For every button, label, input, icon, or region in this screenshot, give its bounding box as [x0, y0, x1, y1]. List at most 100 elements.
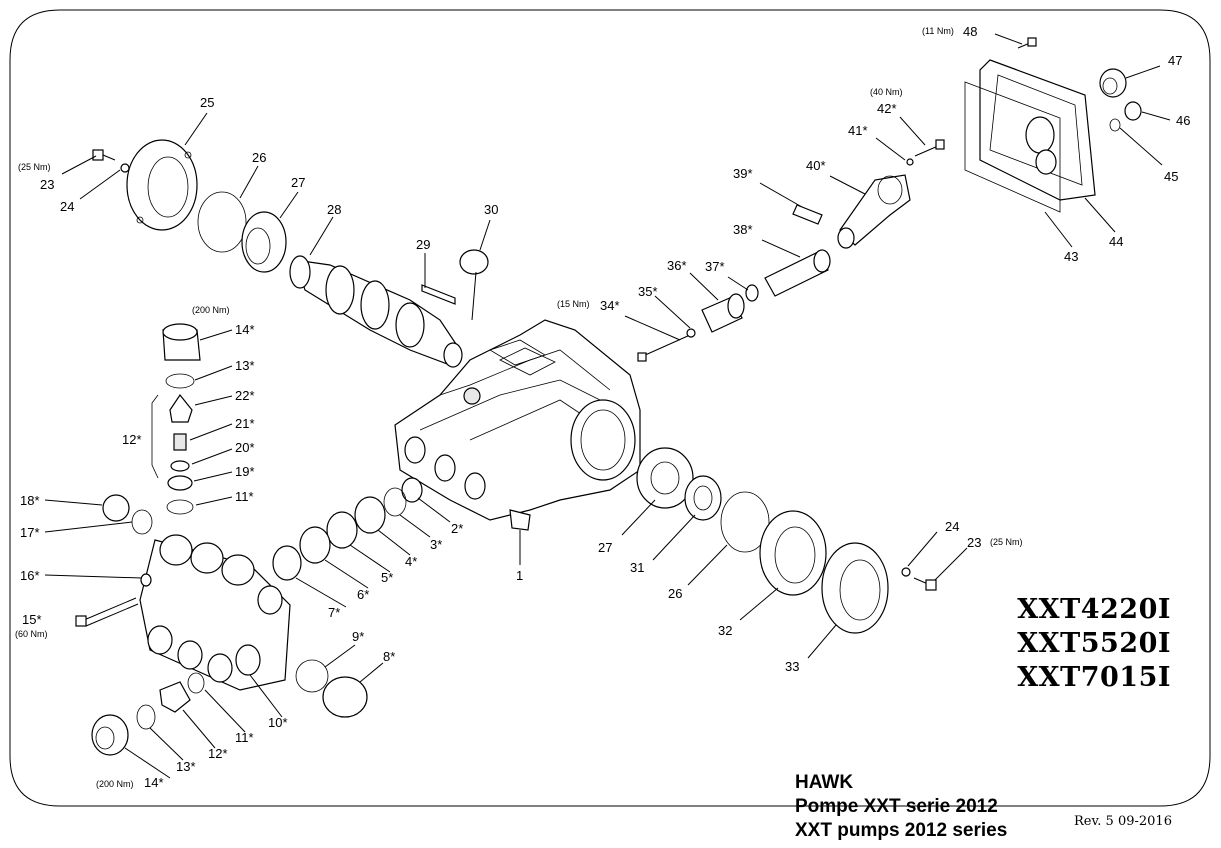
callout-16: 16*: [20, 568, 40, 583]
callout-34: 34*: [600, 298, 620, 313]
callout-17: 17*: [20, 525, 40, 540]
callout-23-right: 23: [967, 535, 981, 550]
crankshaft: [289, 255, 463, 368]
torque-34: (15 Nm): [557, 299, 590, 309]
callout-12-top: 12*: [122, 432, 142, 447]
model-name-1: XXT4220I: [1017, 594, 1171, 625]
callout-42: 42*: [877, 101, 897, 116]
callout-30: 30: [484, 202, 498, 217]
rod-bolt-42: [914, 139, 945, 157]
callout-6: 6*: [357, 587, 369, 602]
callout-33: 33: [785, 659, 799, 674]
washer-24-right: [901, 567, 911, 577]
callout-32: 32: [718, 623, 732, 638]
callout-24-left: 24: [60, 199, 74, 214]
manifold-head-10: [139, 534, 291, 691]
screw-15: [75, 597, 139, 627]
oring-11-top: [166, 499, 194, 515]
drawing-frame: [9, 9, 1211, 807]
connecting-rod-40: [837, 174, 911, 249]
valve-20: [170, 460, 190, 472]
seat-19: [167, 475, 193, 491]
seal-6: [299, 526, 331, 564]
callout-48: 48: [963, 24, 977, 39]
callout-24-right: 24: [945, 519, 959, 534]
callout-4: 4*: [405, 554, 417, 569]
callout-25: 25: [200, 95, 214, 110]
callout-37: 37*: [705, 259, 725, 274]
callout-14-bottom: 14*: [144, 775, 164, 790]
washer-16: [140, 573, 152, 587]
callout-5: 5*: [381, 570, 393, 585]
torque-14-bottom: (200 Nm): [96, 779, 134, 789]
callout-18: 18*: [20, 493, 40, 508]
valve-plug-14-top: [162, 323, 201, 361]
callout-9: 9*: [352, 629, 364, 644]
washer-41: [906, 158, 914, 166]
oring-11-bottom: [187, 672, 205, 694]
spring-21: [173, 433, 187, 451]
torque-42: (40 Nm): [870, 87, 903, 97]
callout-39: 39*: [733, 166, 753, 181]
seal-2: [401, 477, 423, 503]
oring-13-top: [165, 373, 195, 389]
piston-pin-39: [792, 204, 823, 225]
bearing-flange-33: [821, 542, 889, 634]
oring-45: [1109, 118, 1121, 132]
torque-15: (60 Nm): [15, 629, 48, 639]
callout-11-top: 11*: [235, 489, 254, 504]
callout-7: 7*: [328, 605, 340, 620]
callout-44: 44: [1109, 234, 1123, 249]
washer-24-left: [120, 163, 130, 173]
callout-35: 35*: [638, 284, 658, 299]
model-name-3: XXT7015I: [1017, 662, 1171, 693]
plug-46: [1124, 101, 1142, 121]
callout-29: 29: [416, 237, 430, 252]
callout-15: 15*: [22, 612, 42, 627]
bearing-flange-left: [126, 139, 198, 231]
callout-13-bottom: 13*: [176, 759, 196, 774]
callout-36: 36*: [667, 258, 687, 273]
callout-19: 19*: [235, 464, 255, 479]
callout-labels: 1 2* 3* 4* 5* 6* 7* 8* 9* 10* 11* 12* 13…: [15, 24, 1190, 790]
leader-lines: [44, 33, 1171, 779]
callout-13-top: 13*: [235, 358, 255, 373]
key-29: [421, 284, 456, 305]
callout-14-top: 14*: [235, 322, 255, 337]
plunger-36: [701, 293, 745, 333]
callout-38: 38*: [733, 222, 753, 237]
callout-26-left: 26: [252, 150, 266, 165]
revision-label: Rev. 5 09-2016: [1074, 814, 1172, 829]
callout-27-right: 27: [598, 540, 612, 555]
callout-8: 8*: [383, 649, 395, 664]
callout-40: 40*: [806, 158, 826, 173]
torque-14-top: (200 Nm): [192, 305, 230, 315]
callout-10: 10*: [268, 715, 288, 730]
seal-4: [354, 496, 386, 534]
callout-12-bottom: 12*: [208, 746, 228, 761]
seal-7: [272, 545, 302, 581]
title-english: XXT pumps 2012 series: [795, 820, 1008, 841]
callout-27-left: 27: [291, 175, 305, 190]
screw-23-left: [92, 149, 116, 161]
rear-cover-44: [979, 59, 1096, 201]
gasket-32: [759, 510, 827, 596]
callout-26-right: 26: [668, 586, 682, 601]
callout-23-left: 23: [40, 177, 54, 192]
torque-23-left: (25 Nm): [18, 162, 51, 172]
sight-glass-47: [1099, 68, 1127, 98]
oil-dipstick-30: [459, 249, 489, 321]
plug-8: [322, 676, 368, 718]
valve-cage-12-bottom: [159, 681, 191, 713]
torque-48: (11 Nm): [922, 26, 954, 36]
callout-22: 22*: [235, 388, 255, 403]
callout-43: 43: [1064, 249, 1078, 264]
callout-20: 20*: [235, 440, 255, 455]
callout-1: 1: [516, 568, 523, 583]
callout-21: 21*: [235, 416, 255, 431]
callout-45: 45: [1164, 169, 1178, 184]
model-name-2: XXT5520I: [1017, 628, 1171, 659]
guide-screw-34: [637, 334, 691, 362]
callout-46: 46: [1176, 113, 1190, 128]
